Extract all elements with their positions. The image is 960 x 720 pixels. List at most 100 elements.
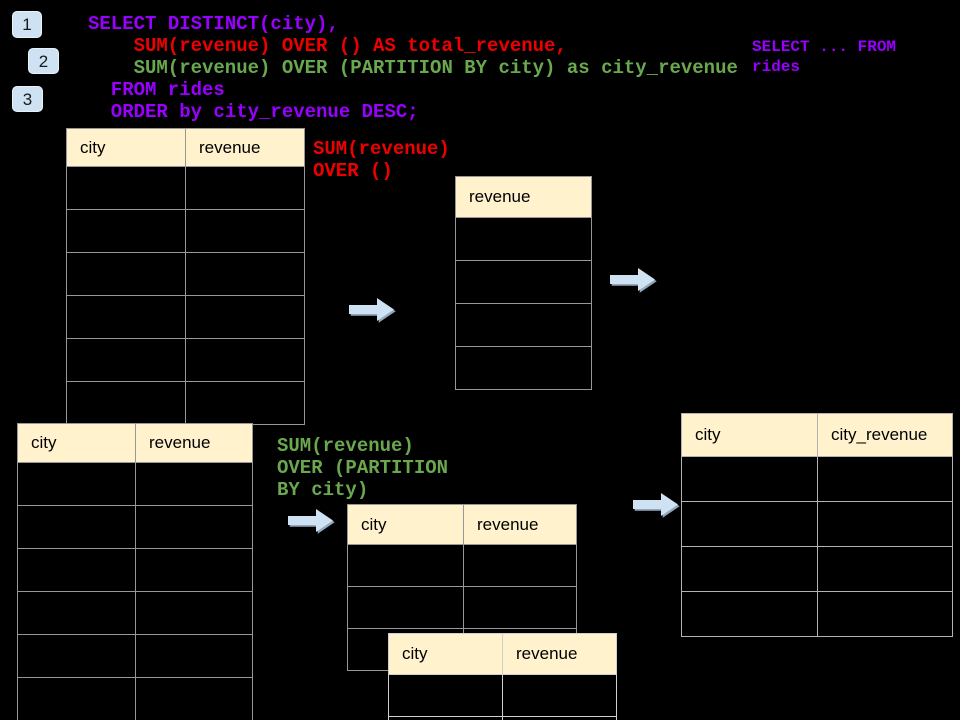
column-header-city: city: [17, 423, 136, 463]
column-header-revenue: revenue: [185, 128, 305, 167]
table-row: [347, 544, 577, 587]
table-row: [455, 260, 592, 304]
empty-cell: [66, 252, 186, 296]
table-row: [17, 634, 253, 678]
table-row: [17, 548, 253, 592]
empty-cell: [681, 546, 818, 592]
table-row: [66, 381, 305, 425]
total-revenue-table: revenue: [455, 176, 592, 390]
header-row: city city_revenue: [681, 413, 953, 457]
column-header-city-revenue: city_revenue: [817, 413, 953, 457]
city-revenue-result-table: city city_revenue: [681, 413, 953, 637]
source-table-bottom: city revenue: [17, 423, 253, 720]
header-row: city revenue: [66, 128, 305, 167]
source-table-top: city revenue: [66, 128, 305, 425]
empty-cell: [455, 217, 592, 261]
empty-cell: [347, 586, 464, 629]
table-row: [66, 252, 305, 296]
table-row: [66, 295, 305, 339]
empty-cell: [135, 505, 253, 549]
empty-cell: [817, 546, 953, 592]
empty-cell: [502, 674, 617, 717]
column-header-revenue: revenue: [463, 504, 577, 545]
empty-cell: [185, 166, 305, 210]
column-header-city: city: [388, 633, 503, 675]
empty-cell: [17, 677, 136, 720]
table-row: [388, 716, 617, 720]
code-line: SUM(revenue) OVER () AS total_revenue,: [133, 35, 567, 57]
annotation-over-all: SUM(revenue)OVER (): [313, 138, 450, 182]
right-arrow-icon: [288, 509, 335, 534]
code-line: OVER (): [313, 160, 393, 182]
empty-cell: [17, 591, 136, 635]
partition-table-2: city revenue: [388, 633, 617, 720]
empty-cell: [66, 381, 186, 425]
empty-cell: [17, 634, 136, 678]
header-row: city revenue: [388, 633, 617, 675]
code-line: BY city): [277, 479, 369, 501]
empty-cell: [817, 501, 953, 547]
sql-query-code: SELECT DISTINCT(city),SUM(revenue) OVER …: [88, 13, 738, 123]
empty-cell: [66, 166, 186, 210]
table-row: [17, 462, 253, 506]
code-line: SUM(revenue): [313, 138, 450, 160]
table-row: [17, 677, 253, 720]
table-row: [17, 591, 253, 635]
table-row: [388, 674, 617, 717]
empty-cell: [681, 501, 818, 547]
column-header-city: city: [681, 413, 818, 457]
empty-cell: [66, 338, 186, 382]
code-line: ORDER by city_revenue DESC;: [110, 101, 419, 123]
empty-cell: [185, 252, 305, 296]
empty-cell: [463, 544, 577, 587]
empty-cell: [135, 634, 253, 678]
column-header-revenue: revenue: [135, 423, 253, 463]
table-row: [681, 591, 953, 637]
empty-cell: [463, 586, 577, 629]
step-badge-label: 3: [22, 89, 33, 109]
step-badge-1: 1: [12, 11, 42, 38]
header-row: city revenue: [347, 504, 577, 545]
step-badge-2: 2: [28, 48, 59, 74]
code-line: OVER (PARTITION: [277, 457, 449, 479]
empty-cell: [185, 209, 305, 253]
table-row: [347, 586, 577, 629]
empty-cell: [455, 260, 592, 304]
step-badge-label: 2: [38, 51, 49, 71]
right-arrow-icon: [610, 268, 657, 293]
empty-cell: [502, 716, 617, 720]
empty-cell: [17, 548, 136, 592]
table-row: [17, 505, 253, 549]
header-row: revenue: [455, 176, 592, 218]
code-line: FROM rides: [110, 79, 225, 101]
column-header-city: city: [66, 128, 186, 167]
empty-cell: [817, 591, 953, 637]
step-badge-3: 3: [12, 86, 43, 112]
right-arrow-icon: [633, 493, 680, 518]
code-line: SELECT DISTINCT(city),: [88, 13, 339, 35]
empty-cell: [66, 209, 186, 253]
table-row: [681, 501, 953, 547]
empty-cell: [17, 462, 136, 506]
empty-cell: [681, 591, 818, 637]
code-line: SUM(revenue): [277, 435, 414, 457]
empty-cell: [17, 505, 136, 549]
table-row: [455, 346, 592, 390]
table-row: [66, 338, 305, 382]
empty-cell: [66, 295, 186, 339]
empty-cell: [185, 295, 305, 339]
empty-cell: [185, 381, 305, 425]
empty-cell: [135, 462, 253, 506]
empty-cell: [388, 674, 503, 717]
empty-cell: [388, 716, 503, 720]
empty-cell: [817, 456, 953, 502]
table-row: [681, 456, 953, 502]
empty-cell: [455, 346, 592, 390]
empty-cell: [185, 338, 305, 382]
empty-cell: [135, 548, 253, 592]
empty-cell: [681, 456, 818, 502]
empty-cell: [347, 544, 464, 587]
